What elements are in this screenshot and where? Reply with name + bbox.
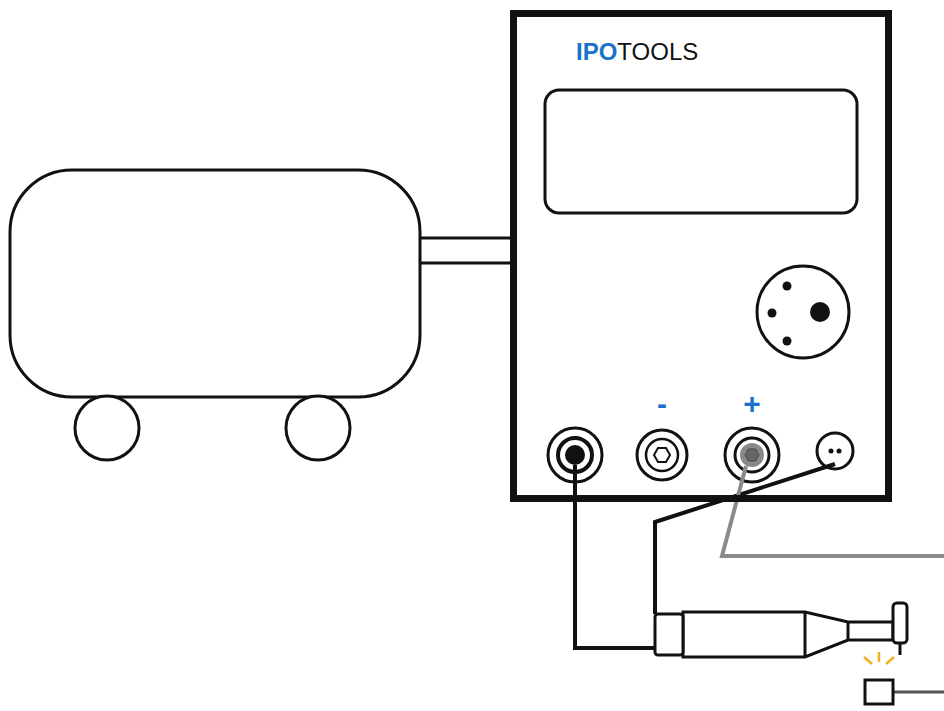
polarity-mark: -: [657, 389, 667, 419]
control-unit: IPOTOOLS: [510, 10, 892, 502]
brand-name: TOOLS: [617, 38, 698, 66]
signal-socket: [817, 433, 853, 469]
negative-socket: [637, 430, 687, 480]
air-hose: [420, 238, 512, 263]
brand-logo: IPOTOOLS: [576, 38, 698, 66]
multi-pin-connector: [757, 266, 849, 358]
positive-socket: [725, 428, 779, 482]
polarity-mark: +: [743, 389, 761, 419]
display-screen: [545, 90, 857, 213]
handpiece: [655, 603, 907, 657]
air-compressor: [10, 170, 420, 460]
brand-mark: IPO: [576, 38, 617, 66]
light-sensor: [864, 652, 894, 704]
